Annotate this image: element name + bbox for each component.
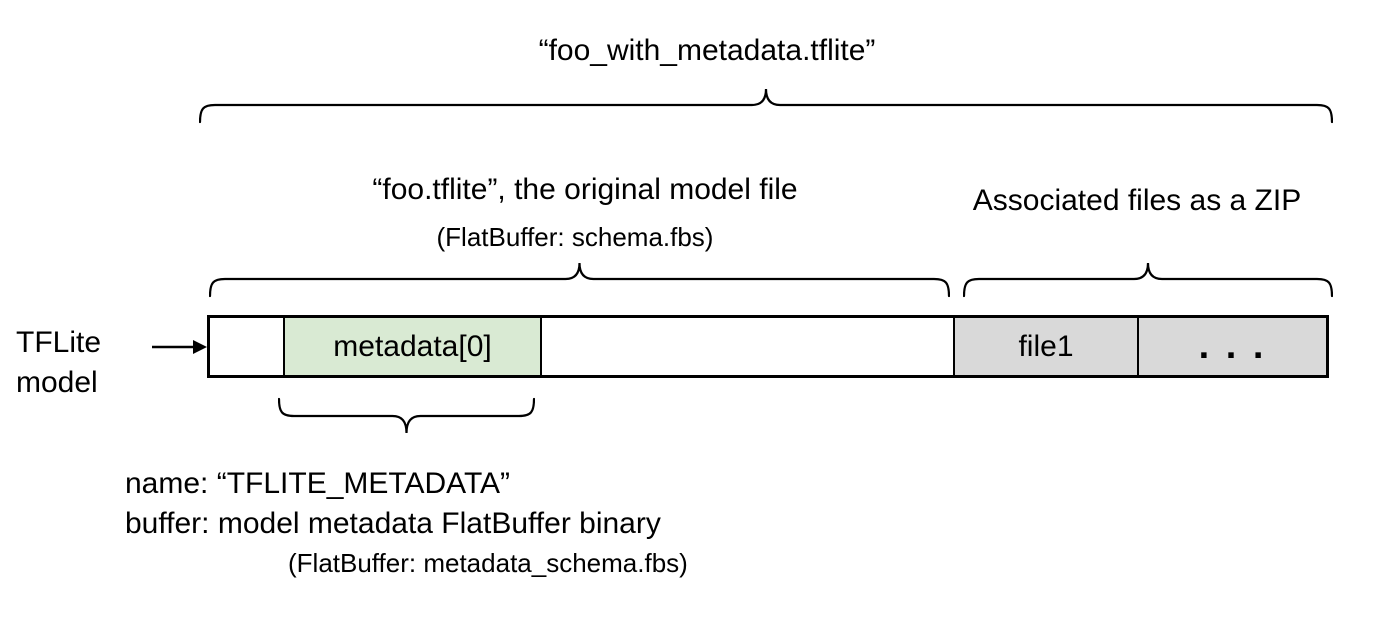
- metadata-note-name: name: “TFLITE_METADATA”: [125, 467, 511, 500]
- zip-files-label: Associated files as a ZIP: [972, 184, 1302, 217]
- metadata-brace: [278, 397, 535, 434]
- model-bar: metadata[0] file1 . . .: [207, 315, 1329, 378]
- file-title: “foo_with_metadata.tflite”: [538, 34, 876, 67]
- model-file-schema-label: (FlatBuffer: schema.fbs): [436, 222, 714, 252]
- tflite-model-label-line1: TFLite: [16, 326, 102, 359]
- bar-segment-file1: file1: [953, 318, 1137, 375]
- model-file-brace: [209, 262, 950, 298]
- bar-segment-metadata: metadata[0]: [283, 318, 542, 375]
- arrow-right-icon: [152, 340, 207, 354]
- zip-files-brace: [963, 262, 1333, 298]
- whole-file-brace: [199, 88, 1333, 124]
- metadata-note-schema: (FlatBuffer: metadata_schema.fbs): [288, 548, 688, 578]
- model-file-label: “foo.tflite”, the original model file: [372, 173, 798, 206]
- metadata-note-buffer: buffer: model metadata FlatBuffer binary: [125, 507, 661, 540]
- bar-segment-file1-label: file1: [1018, 329, 1074, 363]
- tflite-model-label: TFLite model: [16, 323, 101, 403]
- bar-segment-more-files-label: . . .: [1198, 325, 1267, 367]
- bar-segment-model-body: [542, 318, 953, 375]
- bar-segment-empty-lead: [210, 318, 283, 375]
- bar-segment-metadata-label: metadata[0]: [333, 329, 492, 363]
- bar-segment-more-files: . . .: [1137, 318, 1326, 375]
- tflite-model-label-line2: model: [16, 366, 98, 399]
